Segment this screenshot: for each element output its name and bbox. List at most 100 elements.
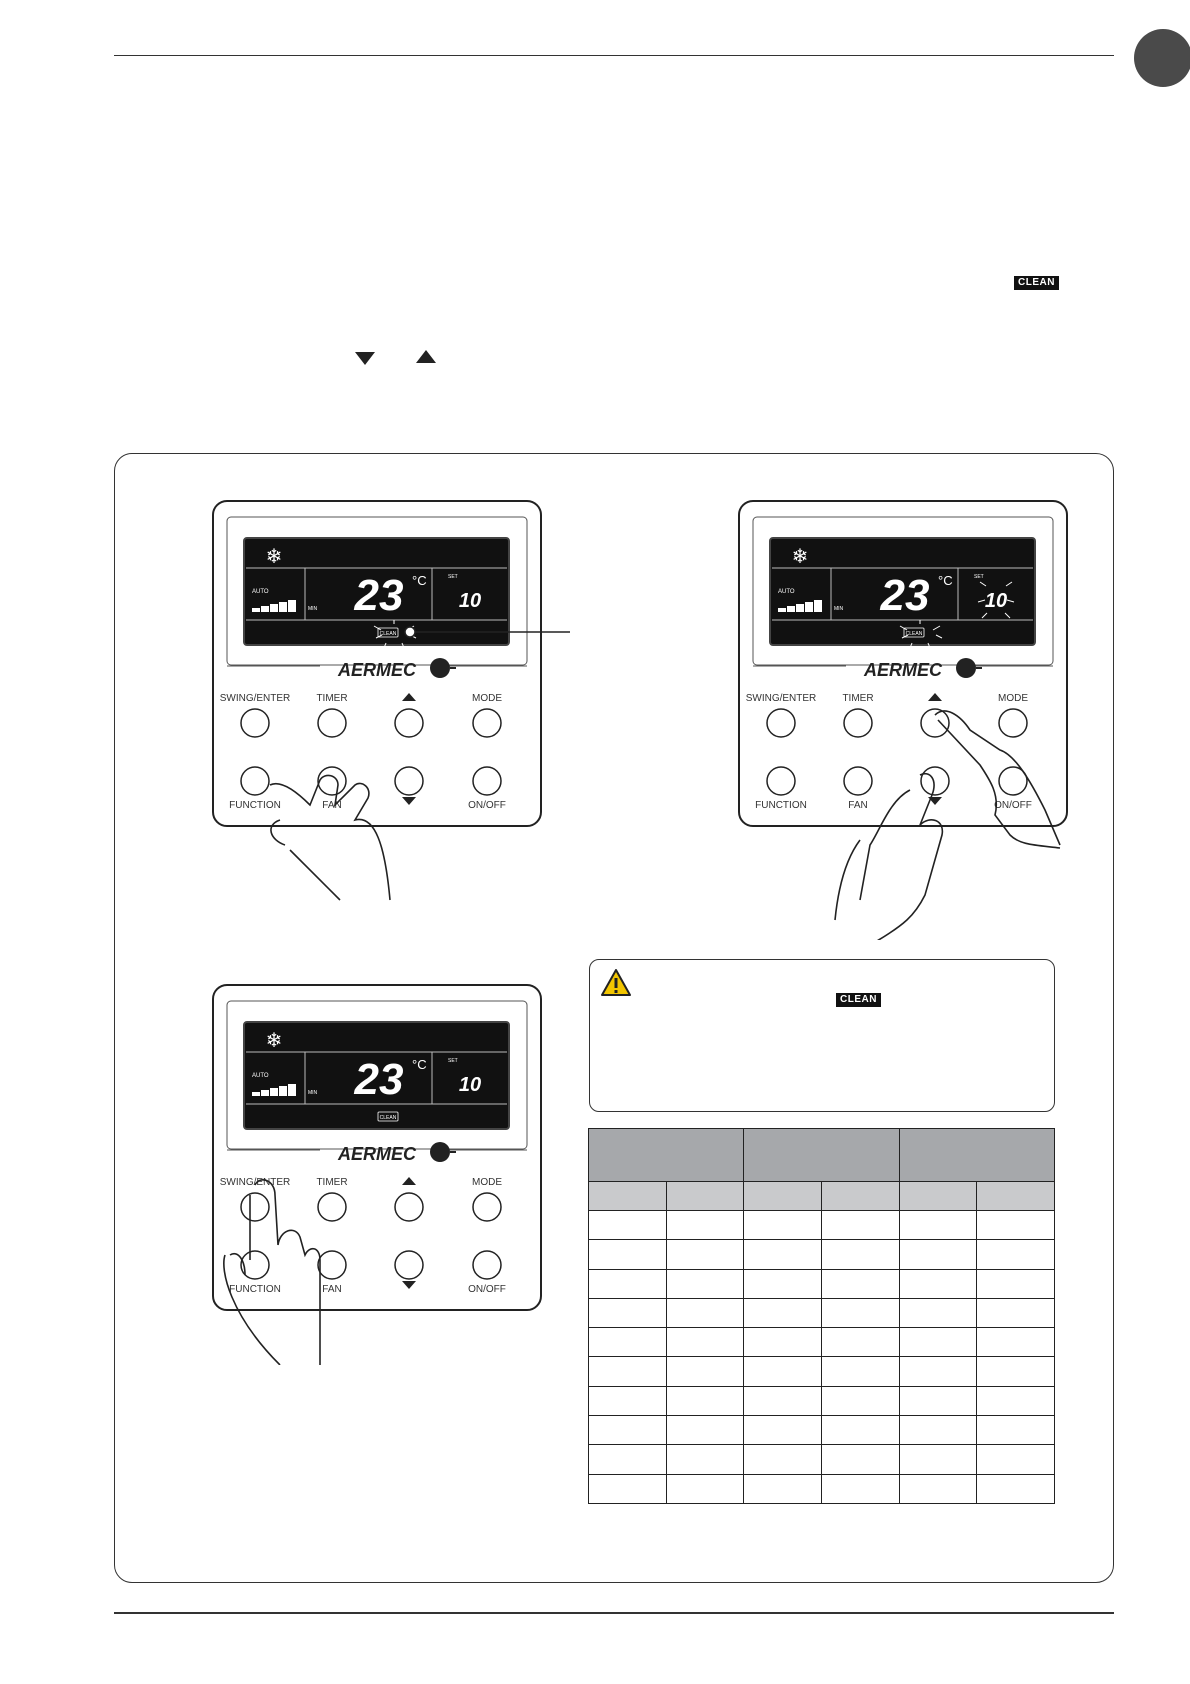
remote-button[interactable] bbox=[317, 1192, 347, 1222]
button-label: FAN bbox=[322, 1284, 341, 1295]
hand-press-swing-enter bbox=[223, 1179, 321, 1365]
button-label: FAN bbox=[322, 800, 341, 811]
button-label: FUNCTION bbox=[755, 800, 807, 811]
table-cell bbox=[976, 1327, 1055, 1358]
remote-button[interactable] bbox=[317, 1250, 347, 1280]
fan-speed-bar bbox=[270, 1088, 278, 1096]
fan-speed-bar bbox=[270, 604, 278, 612]
table-cell bbox=[976, 1356, 1055, 1387]
down-arrow-icon bbox=[928, 797, 942, 805]
arrow-down-icon bbox=[355, 352, 375, 365]
display-bezel bbox=[752, 516, 1054, 666]
remote-button[interactable] bbox=[472, 766, 502, 796]
lcd-screen bbox=[243, 537, 510, 646]
table-row bbox=[588, 1239, 1055, 1270]
table-cell bbox=[743, 1356, 822, 1387]
arrow-up-icon bbox=[416, 350, 436, 363]
table-cell bbox=[588, 1327, 667, 1358]
table-row bbox=[588, 1385, 1055, 1417]
remote-button[interactable] bbox=[843, 708, 873, 738]
brand-logo: AERMEC bbox=[337, 1144, 417, 1164]
temperature-unit: °C bbox=[412, 1057, 427, 1072]
fan-mode-label: AUTO bbox=[778, 589, 795, 595]
remote-button[interactable] bbox=[766, 766, 796, 796]
table-cell bbox=[976, 1268, 1055, 1299]
table-cell bbox=[976, 1415, 1055, 1446]
table-cell bbox=[976, 1444, 1055, 1475]
fan-mode-label: AUTO bbox=[252, 589, 269, 595]
remote-button[interactable] bbox=[998, 766, 1028, 796]
table-row bbox=[588, 1297, 1055, 1329]
button-label: SWING/ENTER bbox=[746, 693, 817, 704]
remote-button[interactable] bbox=[317, 766, 347, 796]
table-subheader bbox=[588, 1181, 667, 1211]
temperature-readout: 23 bbox=[354, 571, 404, 620]
table-cell bbox=[665, 1209, 745, 1241]
fan-mode-label: AUTO bbox=[252, 1073, 269, 1079]
remote-button[interactable] bbox=[240, 766, 270, 796]
table-cell bbox=[665, 1297, 745, 1329]
table-cell bbox=[976, 1209, 1055, 1241]
remote-button[interactable] bbox=[394, 1250, 424, 1280]
table-cell bbox=[898, 1444, 978, 1475]
table-cell bbox=[743, 1385, 822, 1417]
table-cell bbox=[898, 1415, 978, 1446]
warning-icon bbox=[601, 969, 631, 996]
table-cell bbox=[820, 1268, 900, 1299]
up-arrow-icon bbox=[402, 1177, 416, 1185]
remote-button[interactable] bbox=[472, 1250, 502, 1280]
button-label: TIMER bbox=[842, 693, 873, 704]
hand-press-function bbox=[269, 774, 391, 901]
set-label: SET bbox=[974, 574, 984, 580]
remote-button[interactable] bbox=[240, 708, 270, 738]
remote-button[interactable] bbox=[920, 708, 950, 738]
warning-box: CLEAN bbox=[589, 959, 1055, 1112]
remote-button[interactable] bbox=[472, 1192, 502, 1222]
table-row bbox=[588, 1473, 1055, 1504]
footer-rule bbox=[114, 1612, 1114, 1614]
callout-line bbox=[415, 631, 570, 633]
up-arrow-icon bbox=[402, 693, 416, 701]
button-label: SWING/ENTER bbox=[220, 1177, 291, 1188]
remote-button[interactable] bbox=[843, 766, 873, 796]
table-cell bbox=[665, 1385, 745, 1417]
ir-sensor bbox=[430, 658, 450, 678]
table-cell bbox=[743, 1297, 822, 1329]
table-cell bbox=[820, 1356, 900, 1387]
button-label: FUNCTION bbox=[229, 800, 281, 811]
fan-speed-bar bbox=[778, 608, 786, 612]
remote-button[interactable] bbox=[240, 1192, 270, 1222]
fan-speed-bar bbox=[252, 608, 260, 612]
table-cell bbox=[898, 1268, 978, 1299]
lcd-screen bbox=[769, 537, 1036, 646]
data-table bbox=[587, 1128, 1056, 1504]
table-cell bbox=[898, 1239, 978, 1270]
remote-button[interactable] bbox=[998, 708, 1028, 738]
display-bezel bbox=[226, 1000, 528, 1150]
fan-speed-bar bbox=[796, 604, 804, 612]
ir-sensor bbox=[430, 1142, 450, 1162]
button-label: FUNCTION bbox=[229, 1284, 281, 1295]
table-cell bbox=[588, 1444, 667, 1475]
button-label: MODE bbox=[998, 693, 1028, 704]
remote-button[interactable] bbox=[394, 708, 424, 738]
set-value: 10 bbox=[459, 590, 481, 612]
button-label: FAN bbox=[848, 800, 867, 811]
table-cell bbox=[820, 1385, 900, 1417]
fan-speed-bar bbox=[288, 1084, 296, 1096]
table-cell bbox=[820, 1415, 900, 1446]
brand-logo: AERMEC bbox=[337, 660, 417, 680]
remote-button[interactable] bbox=[394, 766, 424, 796]
table-cell bbox=[665, 1268, 745, 1299]
table-cell bbox=[588, 1385, 667, 1417]
snowflake-icon: ❄ bbox=[266, 546, 283, 568]
table-cell bbox=[743, 1239, 822, 1270]
table-row bbox=[588, 1268, 1055, 1299]
remote-button[interactable] bbox=[394, 1192, 424, 1222]
down-arrow-icon bbox=[402, 797, 416, 805]
table-cell bbox=[665, 1415, 745, 1446]
remote-button[interactable] bbox=[317, 708, 347, 738]
remote-button[interactable] bbox=[766, 708, 796, 738]
remote-button[interactable] bbox=[240, 1250, 270, 1280]
remote-button[interactable] bbox=[472, 708, 502, 738]
